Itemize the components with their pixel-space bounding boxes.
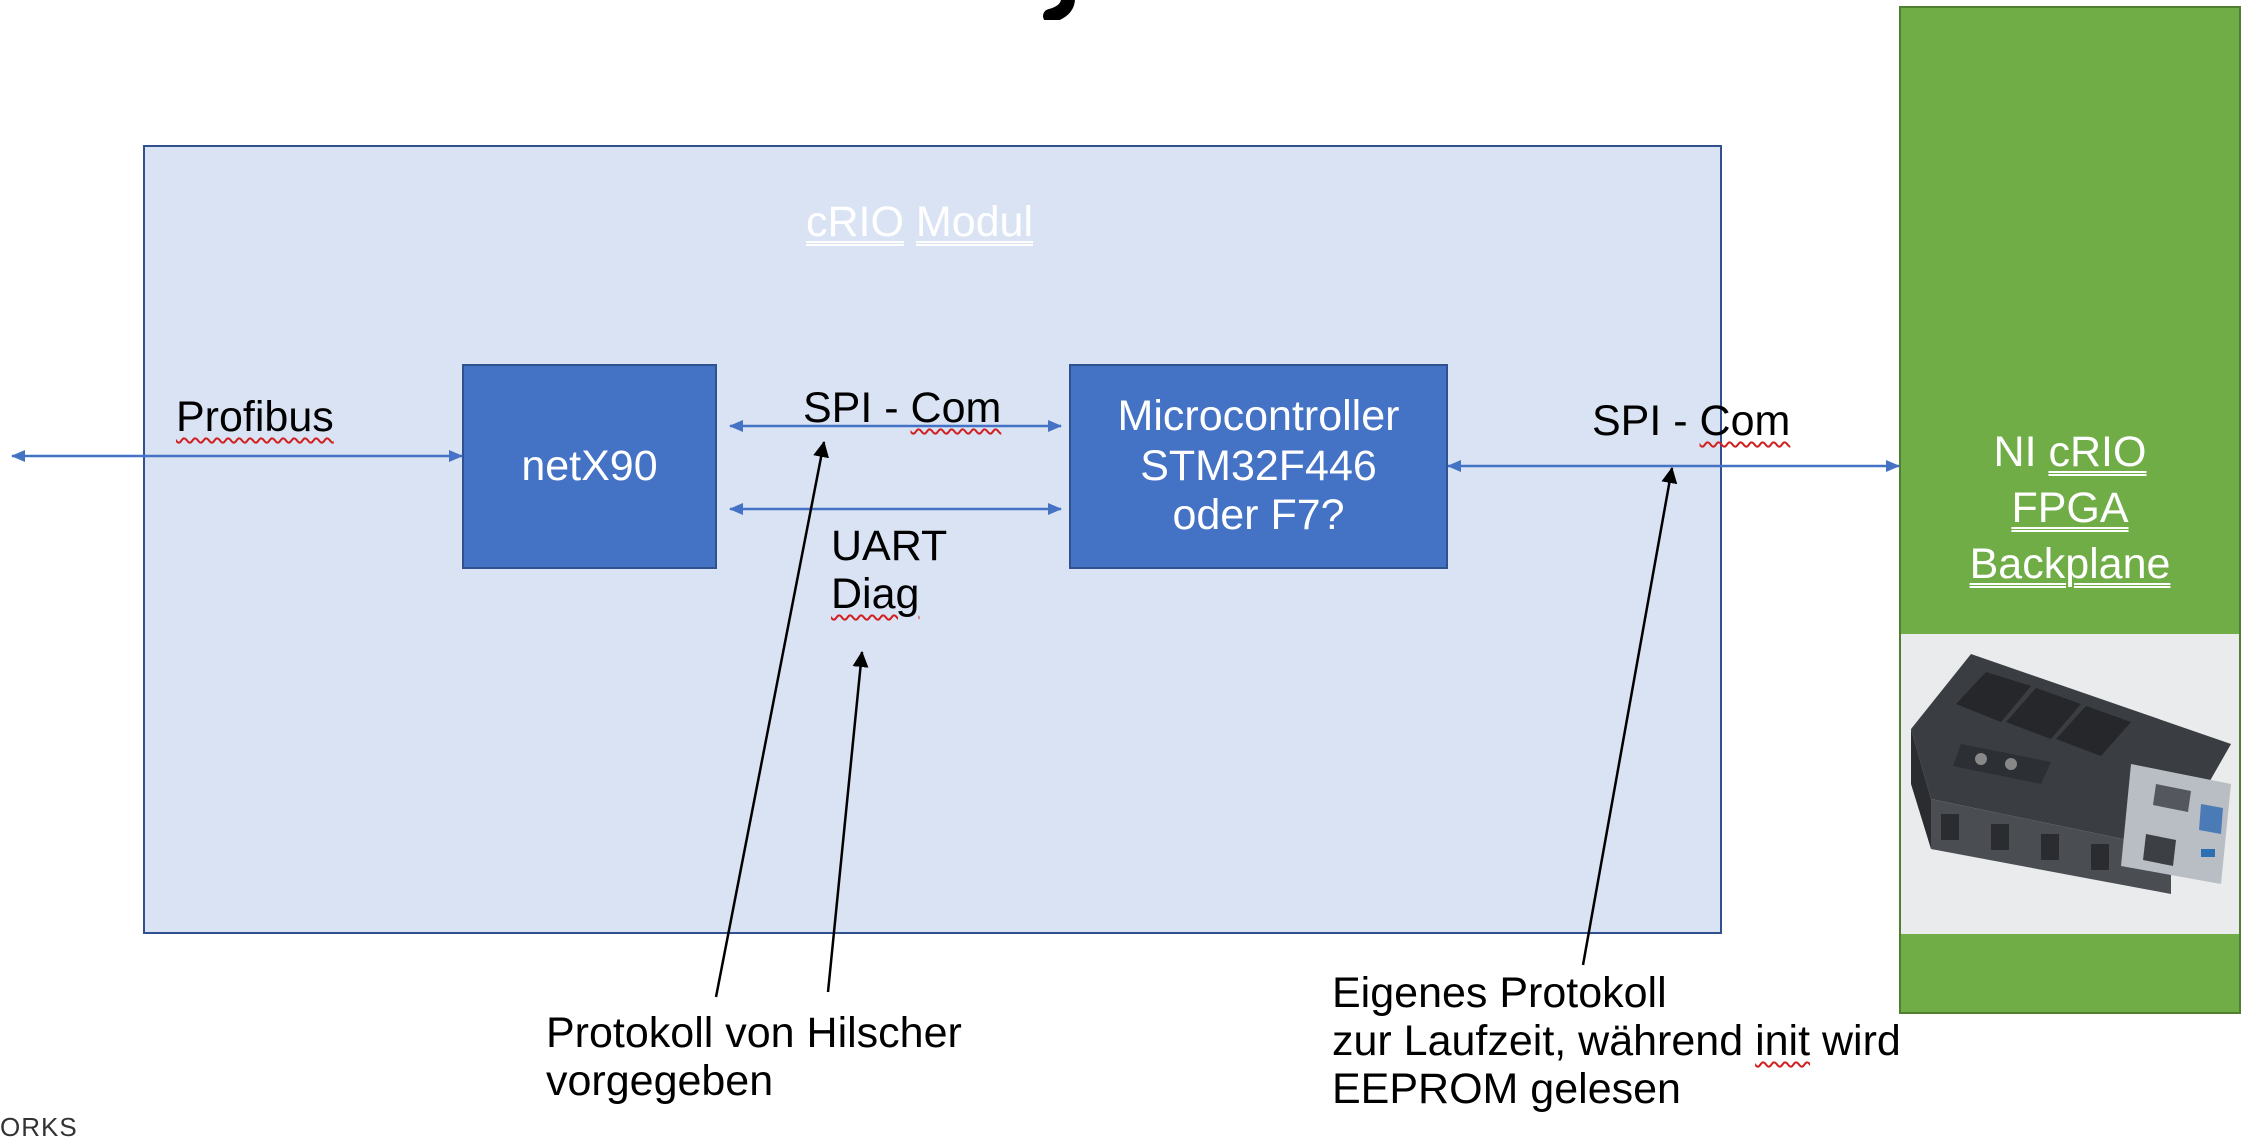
hilscher-note: Protokoll von Hilscher vorgegeben bbox=[546, 1009, 962, 1105]
uart-label-line1: UART bbox=[831, 522, 948, 570]
netx90-label: netX90 bbox=[521, 441, 658, 490]
mcu-label-line3: oder F7? bbox=[1172, 491, 1345, 540]
hilscher-callout-line-spi bbox=[714, 441, 829, 998]
hilscher-note-line2: vorgegeben bbox=[546, 1057, 774, 1106]
spi-external-label: SPI - Com bbox=[1592, 397, 1790, 445]
mcu-label-line1: Microcontroller bbox=[1117, 392, 1400, 441]
netx90-block: netX90 bbox=[462, 364, 717, 569]
own-protocol-note-line2: zur Laufzeit, während init wird bbox=[1332, 1017, 1901, 1066]
hilscher-callout-line-uart bbox=[826, 651, 869, 993]
microcontroller-block: Microcontroller STM32F446 oder F7? bbox=[1069, 364, 1448, 569]
crio-module-box bbox=[143, 145, 1722, 934]
profibus-label-text: Profibus bbox=[176, 393, 334, 441]
backplane-label-line2: FPGA bbox=[2011, 483, 2129, 532]
crio-module-title-word1: cRIO bbox=[806, 198, 904, 246]
own-protocol-callout-line bbox=[1581, 467, 1678, 966]
backplane-label: NI cRIO FPGA Backplane bbox=[1899, 425, 2241, 593]
backplane-label-line3: Backplane bbox=[1969, 539, 2171, 588]
profibus-label: Profibus bbox=[176, 393, 334, 441]
spi-internal-label-part1: SPI - bbox=[803, 384, 911, 432]
cropped-title-glyph bbox=[1043, 0, 1075, 20]
own-protocol-note-line3: EEPROM gelesen bbox=[1332, 1065, 1681, 1114]
own-protocol-note: Eigenes Protokoll zur Laufzeit, während … bbox=[1332, 969, 1901, 1113]
logo-fragment: ORKS bbox=[0, 1112, 78, 1142]
spi-external-label-part1: SPI - bbox=[1592, 397, 1700, 445]
own-protocol-note-line1: Eigenes Protokoll bbox=[1332, 969, 1667, 1017]
spi-internal-label-part2: Com bbox=[910, 384, 1002, 432]
uart-label-line2: Diag bbox=[831, 570, 920, 619]
crio-module-title: cRIO Modul bbox=[806, 198, 1033, 246]
spi-internal-label: SPI - Com bbox=[803, 384, 1001, 432]
spi-external-label-part2: Com bbox=[1699, 397, 1791, 445]
backplane-label-line1: NI cRIO bbox=[1993, 428, 2147, 476]
crio-chassis-photo bbox=[1901, 634, 2239, 934]
uart-diag-label: UART Diag bbox=[831, 522, 947, 618]
hilscher-note-line1: Protokoll von Hilscher bbox=[546, 1009, 962, 1057]
crio-module-title-word2: Modul bbox=[915, 198, 1034, 246]
mcu-label-line2: STM32F446 bbox=[1140, 441, 1377, 490]
